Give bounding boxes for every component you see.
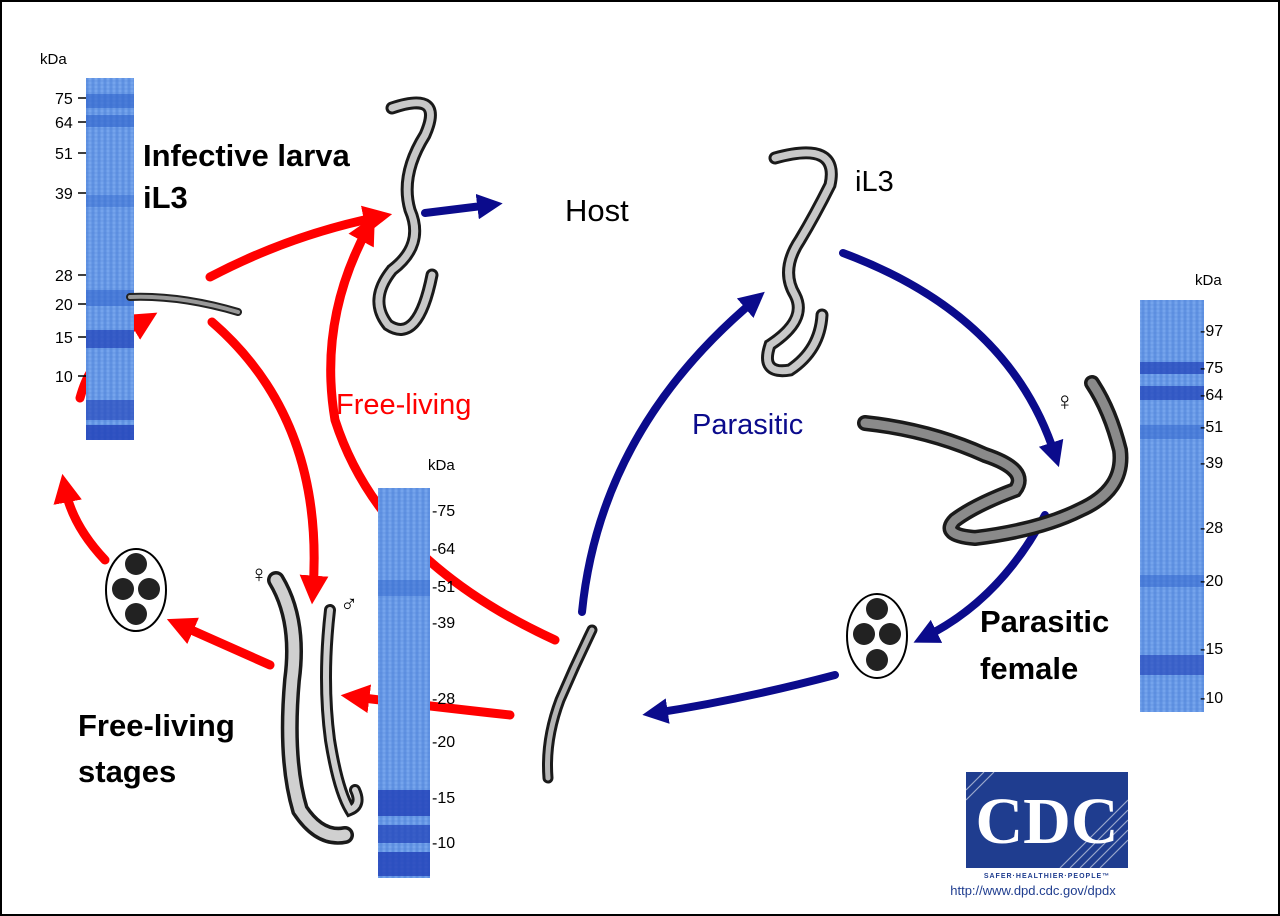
- gel-tick: -10: [1200, 690, 1223, 707]
- gel-free-living-ticks: -75 -64 -51 -39 -28 -20 -15 -10: [432, 503, 455, 852]
- blue-arrow-egg-to-larva: [642, 671, 839, 724]
- egg-parasitic: [846, 593, 908, 679]
- red-arrow-larva-to-adults: [207, 317, 329, 605]
- gel-tick: 28: [55, 268, 73, 285]
- label-free-living-stages: Free-living: [78, 708, 235, 743]
- gel-tick: -20: [432, 734, 455, 751]
- gel-lane-free-living: [378, 488, 430, 878]
- worm-rhabditiform-larva: [542, 624, 598, 784]
- female-symbol-free-living: ♀: [250, 561, 268, 588]
- red-arrow-free-living-loop: [326, 215, 560, 645]
- label-il3: iL3: [855, 166, 894, 198]
- gel-tick: -28: [432, 691, 455, 708]
- gel-lane-infective: [86, 78, 134, 440]
- gel-tick: -64: [1200, 387, 1223, 404]
- blue-arrow-to-host: [421, 193, 503, 220]
- gel-tick: 39: [55, 186, 73, 203]
- gel-tick: 10: [55, 369, 73, 386]
- gel-tick: -10: [432, 835, 455, 852]
- gel-tick: -15: [432, 790, 455, 807]
- label-infective-larva-il3: iL3: [143, 180, 188, 215]
- label-host: Host: [565, 193, 629, 228]
- gel-infective-unit: kDa: [40, 51, 67, 68]
- gel-tick: 20: [55, 297, 73, 314]
- worm-infective-larva-small: [126, 292, 242, 316]
- gel-tick: -20: [1200, 573, 1223, 590]
- gel-free-living-unit: kDa: [428, 457, 455, 474]
- gel-lane-parasitic: [1140, 300, 1204, 712]
- free-living-arrows: [53, 205, 560, 720]
- cdc-logo-letters: CDC: [976, 785, 1119, 858]
- worm-parasitic-female: [857, 375, 1129, 547]
- gel-infective-ticks: 75 64 51 39 28 20 15 10: [55, 91, 86, 386]
- cdc-logo-tagline: SAFER·HEALTHIER·PEOPLE™: [984, 873, 1110, 880]
- gel-tick: -39: [432, 615, 455, 632]
- gel-parasitic: [1140, 300, 1204, 712]
- gel-tick: 15: [55, 330, 73, 347]
- gel-tick: -75: [432, 503, 455, 520]
- gel-tick: -51: [432, 579, 455, 596]
- gel-tick: 51: [55, 146, 73, 163]
- gel-tick: -75: [1200, 360, 1223, 377]
- label-free-living-stages-2: stages: [78, 754, 176, 789]
- worm-il3-right: [761, 146, 838, 378]
- female-symbol-parasitic: ♀: [1055, 386, 1075, 416]
- gel-parasitic-ticks: -97 -75 -64 -51 -39 -28 -20 -15 -10: [1200, 323, 1223, 707]
- gel-tick: -51: [1200, 419, 1223, 436]
- gel-tick: -28: [1200, 520, 1223, 537]
- blue-arrow-larva-to-il3: [578, 291, 765, 616]
- gel-tick: -64: [432, 541, 455, 558]
- gel-tick: -39: [1200, 455, 1223, 472]
- worm-free-living-female: [267, 571, 354, 845]
- worm-il3-left: [372, 96, 439, 336]
- gel-tick: 75: [55, 91, 73, 108]
- parasitic-arrows: [421, 193, 1064, 724]
- worm-free-living-male: [320, 604, 364, 818]
- label-parasitic-female: Parasitic: [980, 604, 1109, 639]
- gel-free-living: [378, 488, 430, 878]
- gel-infective: [86, 78, 134, 440]
- gel-parasitic-unit: kDa: [1195, 272, 1222, 289]
- cdc-url: http://www.dpd.cdc.gov/dpdx: [950, 883, 1116, 898]
- label-infective-larva: Infective larva: [143, 138, 351, 173]
- gel-tick: 64: [55, 115, 73, 132]
- red-arrow-egg-up: [53, 473, 110, 565]
- gel-tick: -15: [1200, 641, 1223, 658]
- cdc-logo: CDC SAFER·HEALTHIER·PEOPLE™ http://www.d…: [950, 771, 1129, 898]
- label-parasitic-female-2: female: [980, 651, 1078, 686]
- gel-tick: -97: [1200, 323, 1223, 340]
- label-parasitic: Parasitic: [692, 409, 803, 441]
- red-arrow-adults-to-egg: [166, 617, 275, 670]
- blue-arrow-il3-to-female: [839, 249, 1064, 468]
- male-symbol-free-living: ♂: [340, 591, 358, 618]
- label-free-living: Free-living: [336, 389, 471, 421]
- egg-free-living: [105, 548, 167, 632]
